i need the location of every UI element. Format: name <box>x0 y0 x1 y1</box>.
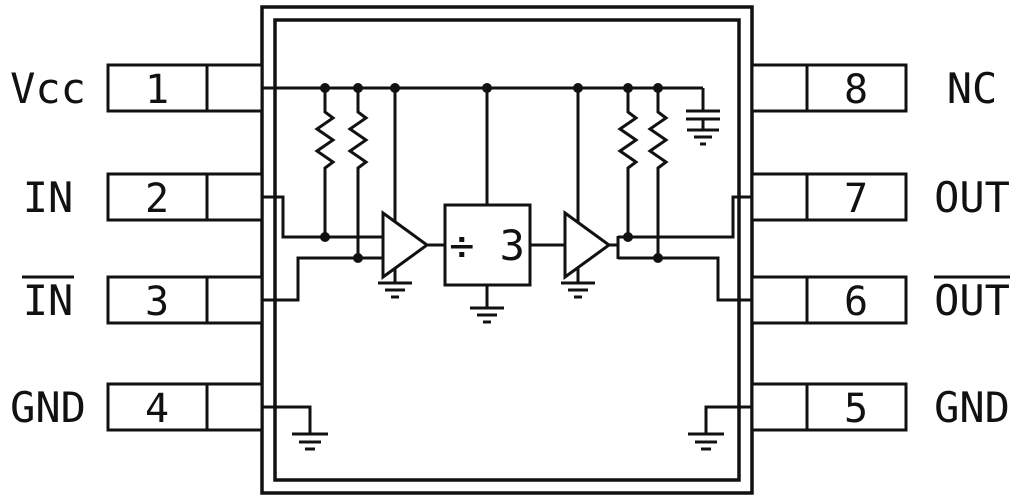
svg-text:OUT: OUT <box>934 276 1010 325</box>
pin-number-5: 5 <box>844 386 868 432</box>
pin-label-out-bar: OUT <box>934 275 1010 325</box>
bypass-capacitor <box>686 88 720 146</box>
pin-number-3: 3 <box>145 279 169 325</box>
svg-text:IN: IN <box>23 276 74 325</box>
pin-label-in: IN <box>23 173 74 222</box>
pin-number-6: 6 <box>844 279 868 325</box>
pullup-resistor-4 <box>647 88 669 258</box>
junction-dot <box>653 253 663 263</box>
input-wire-in <box>262 195 383 239</box>
pin-label-gnd-right: GND <box>934 383 1010 432</box>
gnd-wire-left <box>262 405 312 434</box>
svg-text:OUT: OUT <box>934 173 1010 222</box>
junction-dot <box>573 83 583 93</box>
pin-number-8: 8 <box>844 67 868 113</box>
junction-dot <box>390 83 400 93</box>
pin-box-5: 5 <box>750 382 908 432</box>
pin-box-4: 4 <box>106 382 264 432</box>
input-buffer <box>381 210 430 280</box>
ground-symbol-output-buffer <box>561 267 595 299</box>
output-wire-out <box>618 195 752 239</box>
chip-outline <box>260 5 754 495</box>
divide-by-3-block: ÷ 3 <box>443 203 532 287</box>
ground-symbol-right <box>688 432 724 451</box>
ground-symbol-input-buffer <box>378 268 412 299</box>
junction-dots <box>320 83 663 263</box>
pin-box-3: 3 <box>106 275 264 325</box>
pin-label-vcc: Vcc <box>10 64 86 113</box>
pin-label-in-bar: IN <box>22 275 74 325</box>
pin-box-7: 7 <box>750 172 908 222</box>
junction-dot <box>353 253 363 263</box>
pin-label-nc: NC <box>947 64 998 113</box>
pin-label-out: OUT <box>934 173 1010 222</box>
gnd-wire-right <box>704 405 752 434</box>
svg-text:GND: GND <box>934 383 1010 432</box>
junction-dot <box>320 83 330 93</box>
svg-text:NC: NC <box>947 64 998 113</box>
output-buffer <box>563 210 612 280</box>
output-wire-out-bar <box>618 256 752 302</box>
ground-symbol-divider <box>470 285 504 324</box>
junction-dot <box>623 232 633 242</box>
svg-text:Vcc: Vcc <box>10 64 86 113</box>
pin-box-6: 6 <box>750 275 908 325</box>
svg-text:IN: IN <box>23 173 74 222</box>
pullup-resistor-3 <box>617 88 639 237</box>
junction-dot <box>482 83 492 93</box>
output-split-stub <box>609 236 620 259</box>
input-wire-in-bar <box>262 256 383 302</box>
junction-dot <box>653 83 663 93</box>
divide-by-3-label: ÷ 3 <box>449 221 525 270</box>
pin-box-1: 1 <box>106 63 264 113</box>
ground-symbol-left <box>292 432 328 451</box>
pin-number-7: 7 <box>844 176 868 222</box>
pin-box-2: 2 <box>106 172 264 222</box>
pin-label-gnd-left: GND <box>10 383 86 432</box>
pin-number-2: 2 <box>145 176 169 222</box>
pullup-resistor-1 <box>314 88 336 237</box>
junction-dot <box>623 83 633 93</box>
junction-dot <box>320 232 330 242</box>
pin-number-4: 4 <box>145 386 169 432</box>
pin-box-8: 8 <box>750 63 908 113</box>
pin-number-1: 1 <box>145 67 169 113</box>
svg-text:GND: GND <box>10 383 86 432</box>
junction-dot <box>353 83 363 93</box>
pullup-resistor-2 <box>347 88 369 258</box>
